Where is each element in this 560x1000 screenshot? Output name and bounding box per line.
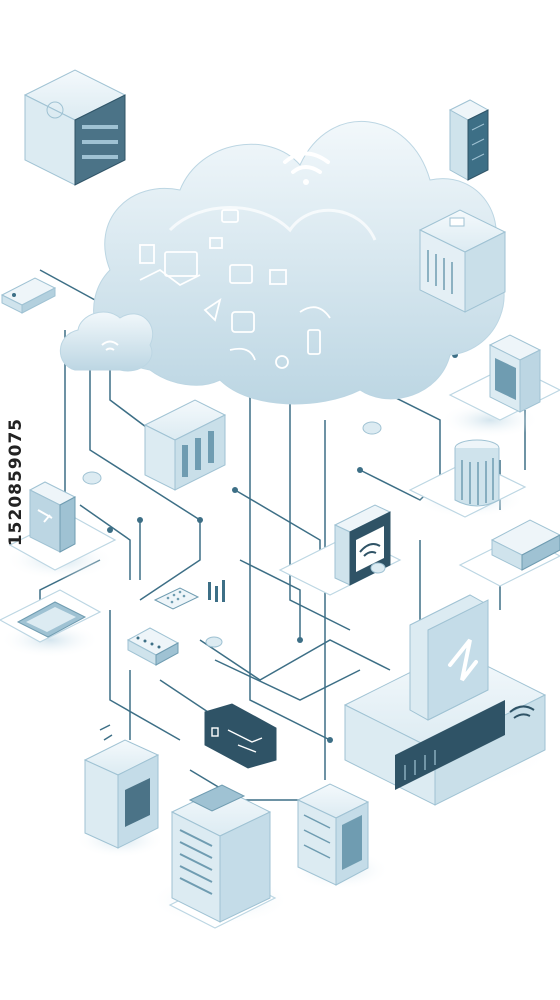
cloud-pictograms [139, 209, 331, 369]
small-cloud-icon [59, 311, 154, 372]
modem-icon [0, 277, 57, 314]
shield-tablet-icon [409, 594, 489, 721]
cylinder-icon [454, 439, 500, 507]
stock-id-label: 1520859075 [6, 417, 26, 547]
tablet-icon [16, 601, 87, 638]
cloud-icon [93, 120, 505, 405]
wifi-monitor-icon [333, 504, 392, 586]
tall-server-icon [448, 99, 490, 181]
meter-icon [208, 580, 225, 602]
wifi-icon [283, 151, 330, 185]
router-icon [418, 209, 507, 313]
bottom-box-icon [296, 783, 370, 886]
bottom-device-icon [83, 724, 160, 849]
chip-icon [153, 587, 200, 610]
building-icon [143, 399, 227, 491]
bottom-server-icon [170, 784, 272, 923]
dark-screen-icon [204, 703, 277, 769]
server-cube-icon [23, 69, 127, 186]
monitor-icon [488, 334, 542, 413]
flat-device-icon [490, 519, 560, 571]
switch-icon [126, 627, 180, 666]
phone-icon [28, 481, 77, 553]
floating-nubs [82, 421, 386, 648]
